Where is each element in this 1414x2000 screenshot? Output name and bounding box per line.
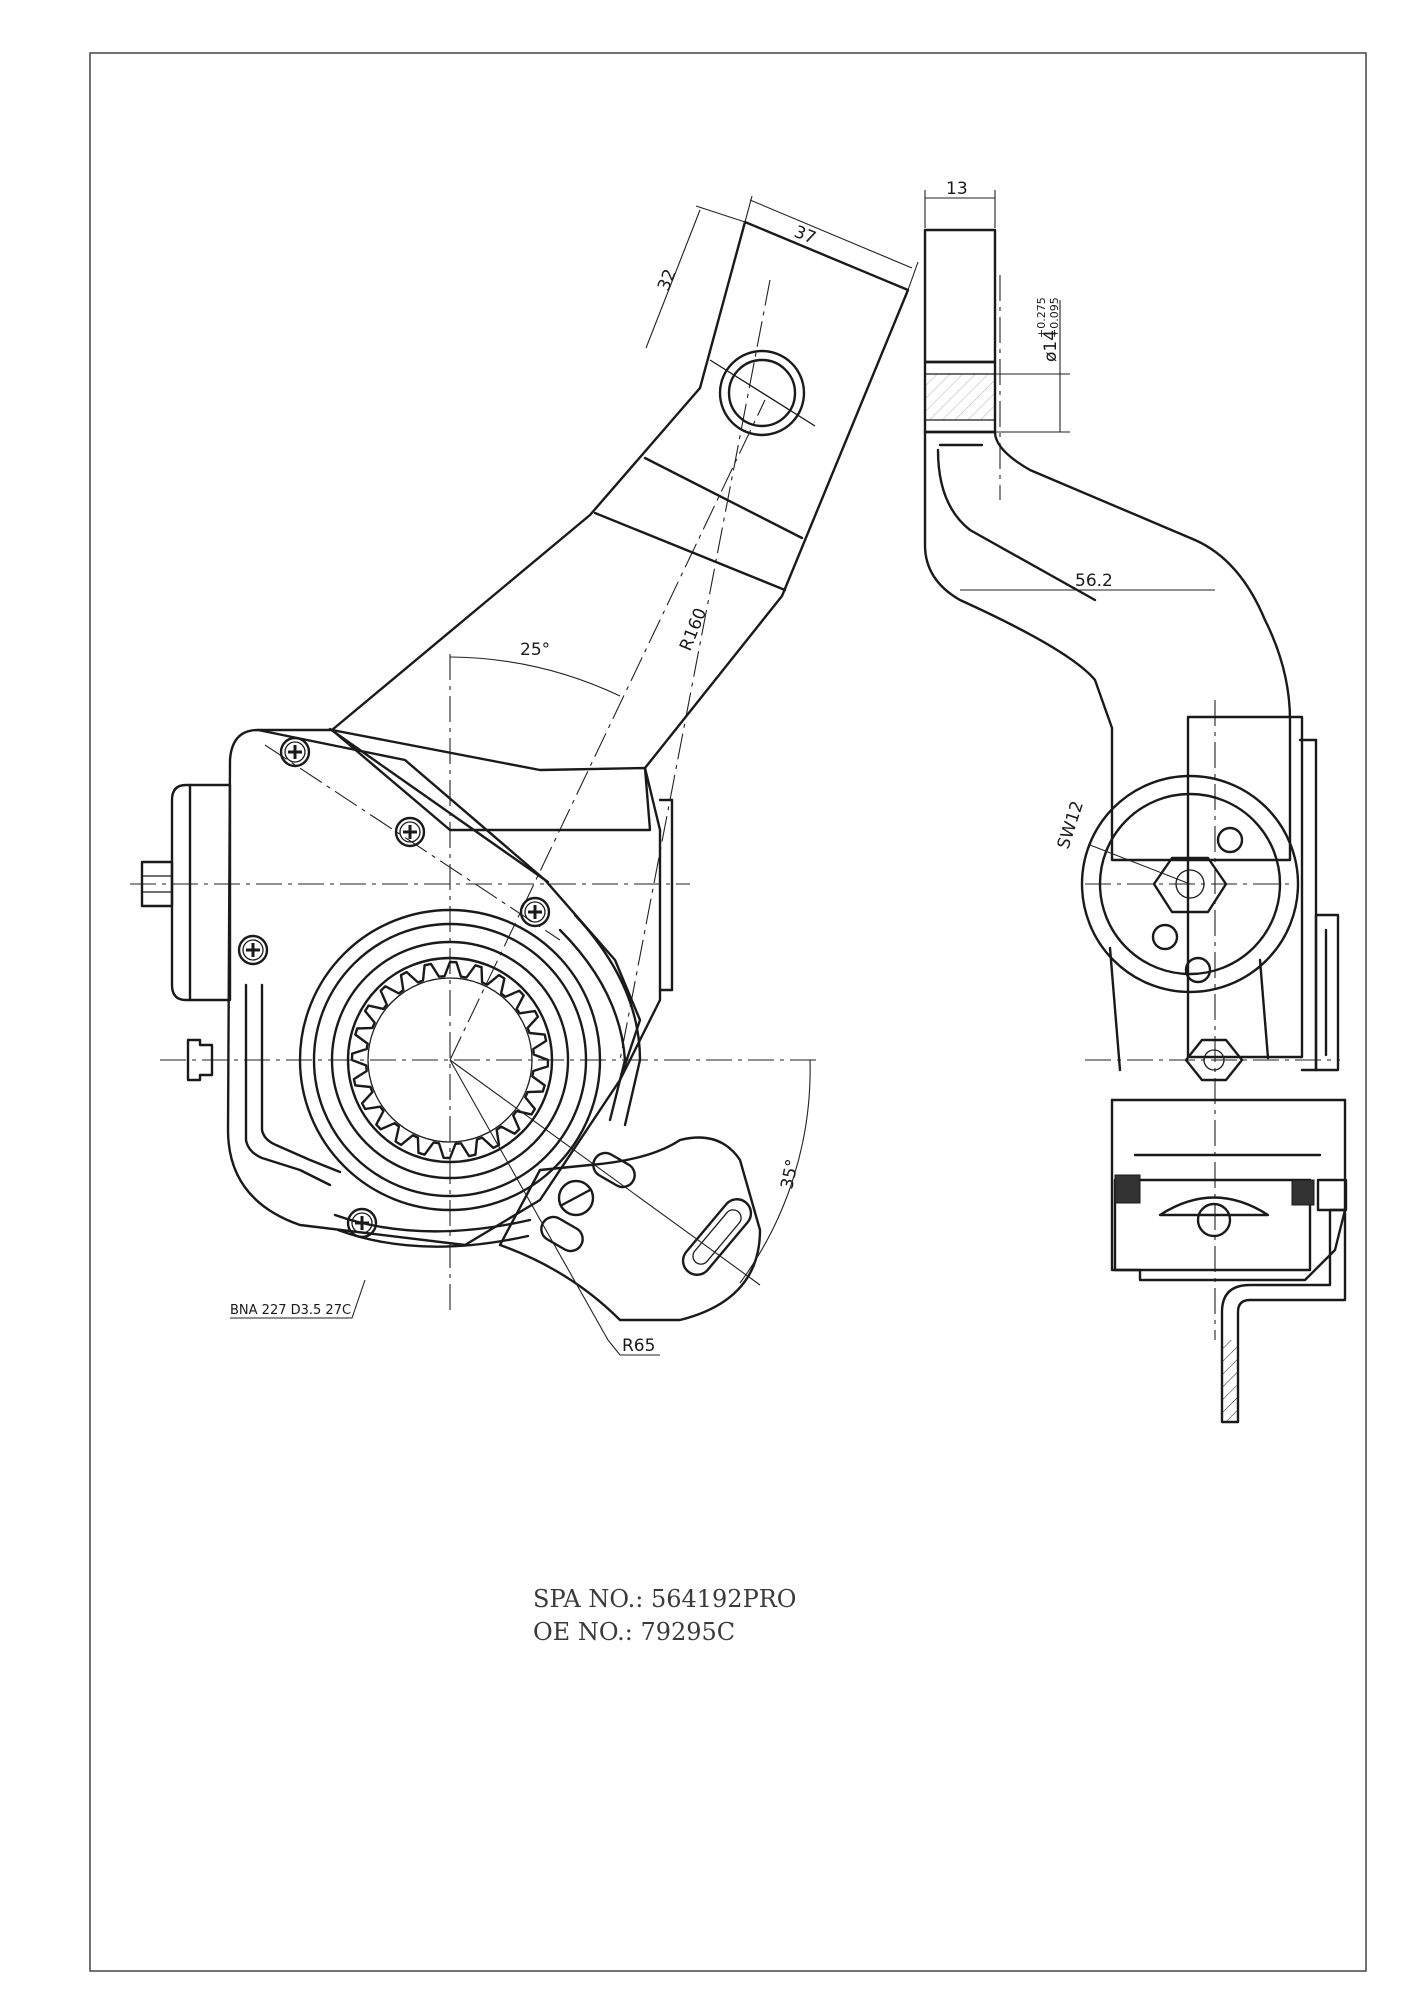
adjusting-hex-nut [140, 860, 174, 908]
cover-screw-icon [237, 934, 269, 966]
dim-angle-25: 25° [520, 640, 550, 660]
dim-hole-diameter: ø14 [1041, 330, 1061, 362]
internal-splines [350, 960, 550, 1160]
side-housing [1186, 715, 1304, 1059]
grease-nipple [186, 1038, 214, 1082]
spline-hub-outer [298, 908, 602, 1212]
dim-13: 13 [946, 179, 968, 199]
side-view: 13 ø14 +0.275 +0.095 56.2 SW12 [923, 179, 1348, 1424]
dim-r65: R65 [622, 1336, 655, 1356]
cover-screw-icon [394, 816, 426, 848]
drawing-frame [89, 52, 1367, 1972]
side-arm-profile [923, 430, 1292, 862]
oe-number: OE NO.: 79295C [533, 1618, 735, 1646]
worm-housing [170, 783, 232, 1002]
slack-adjuster-arm [330, 220, 910, 832]
dim-hole-tol-lower: +0.095 [1048, 297, 1061, 338]
cover-screw-icon [519, 896, 551, 928]
control-arm-slot [681, 1198, 753, 1276]
front-view: 37 32 R160 25° [130, 195, 919, 1356]
dim-37: 37 [791, 222, 819, 249]
dim-sw12: SW12 [1054, 799, 1088, 852]
cover-screw-icon [346, 1207, 378, 1239]
marking-text: BNA 227 D3.5 27C [230, 1303, 351, 1318]
dim-56-2: 56.2 [1075, 571, 1113, 591]
housing-body [226, 728, 662, 1247]
cover-screw-icon [279, 736, 311, 768]
anchor-bracket [1220, 1208, 1347, 1424]
dim-r160: R160 [676, 605, 711, 654]
clevis-hole [718, 349, 806, 437]
dim-angle-35: 35° [777, 1157, 803, 1191]
sw12-hex-nut [1152, 856, 1228, 914]
spa-number: SPA NO.: 564192PRO [533, 1585, 796, 1613]
worm-cover [1080, 774, 1300, 994]
dim-hole-tol-upper: +0.275 [1035, 297, 1048, 338]
